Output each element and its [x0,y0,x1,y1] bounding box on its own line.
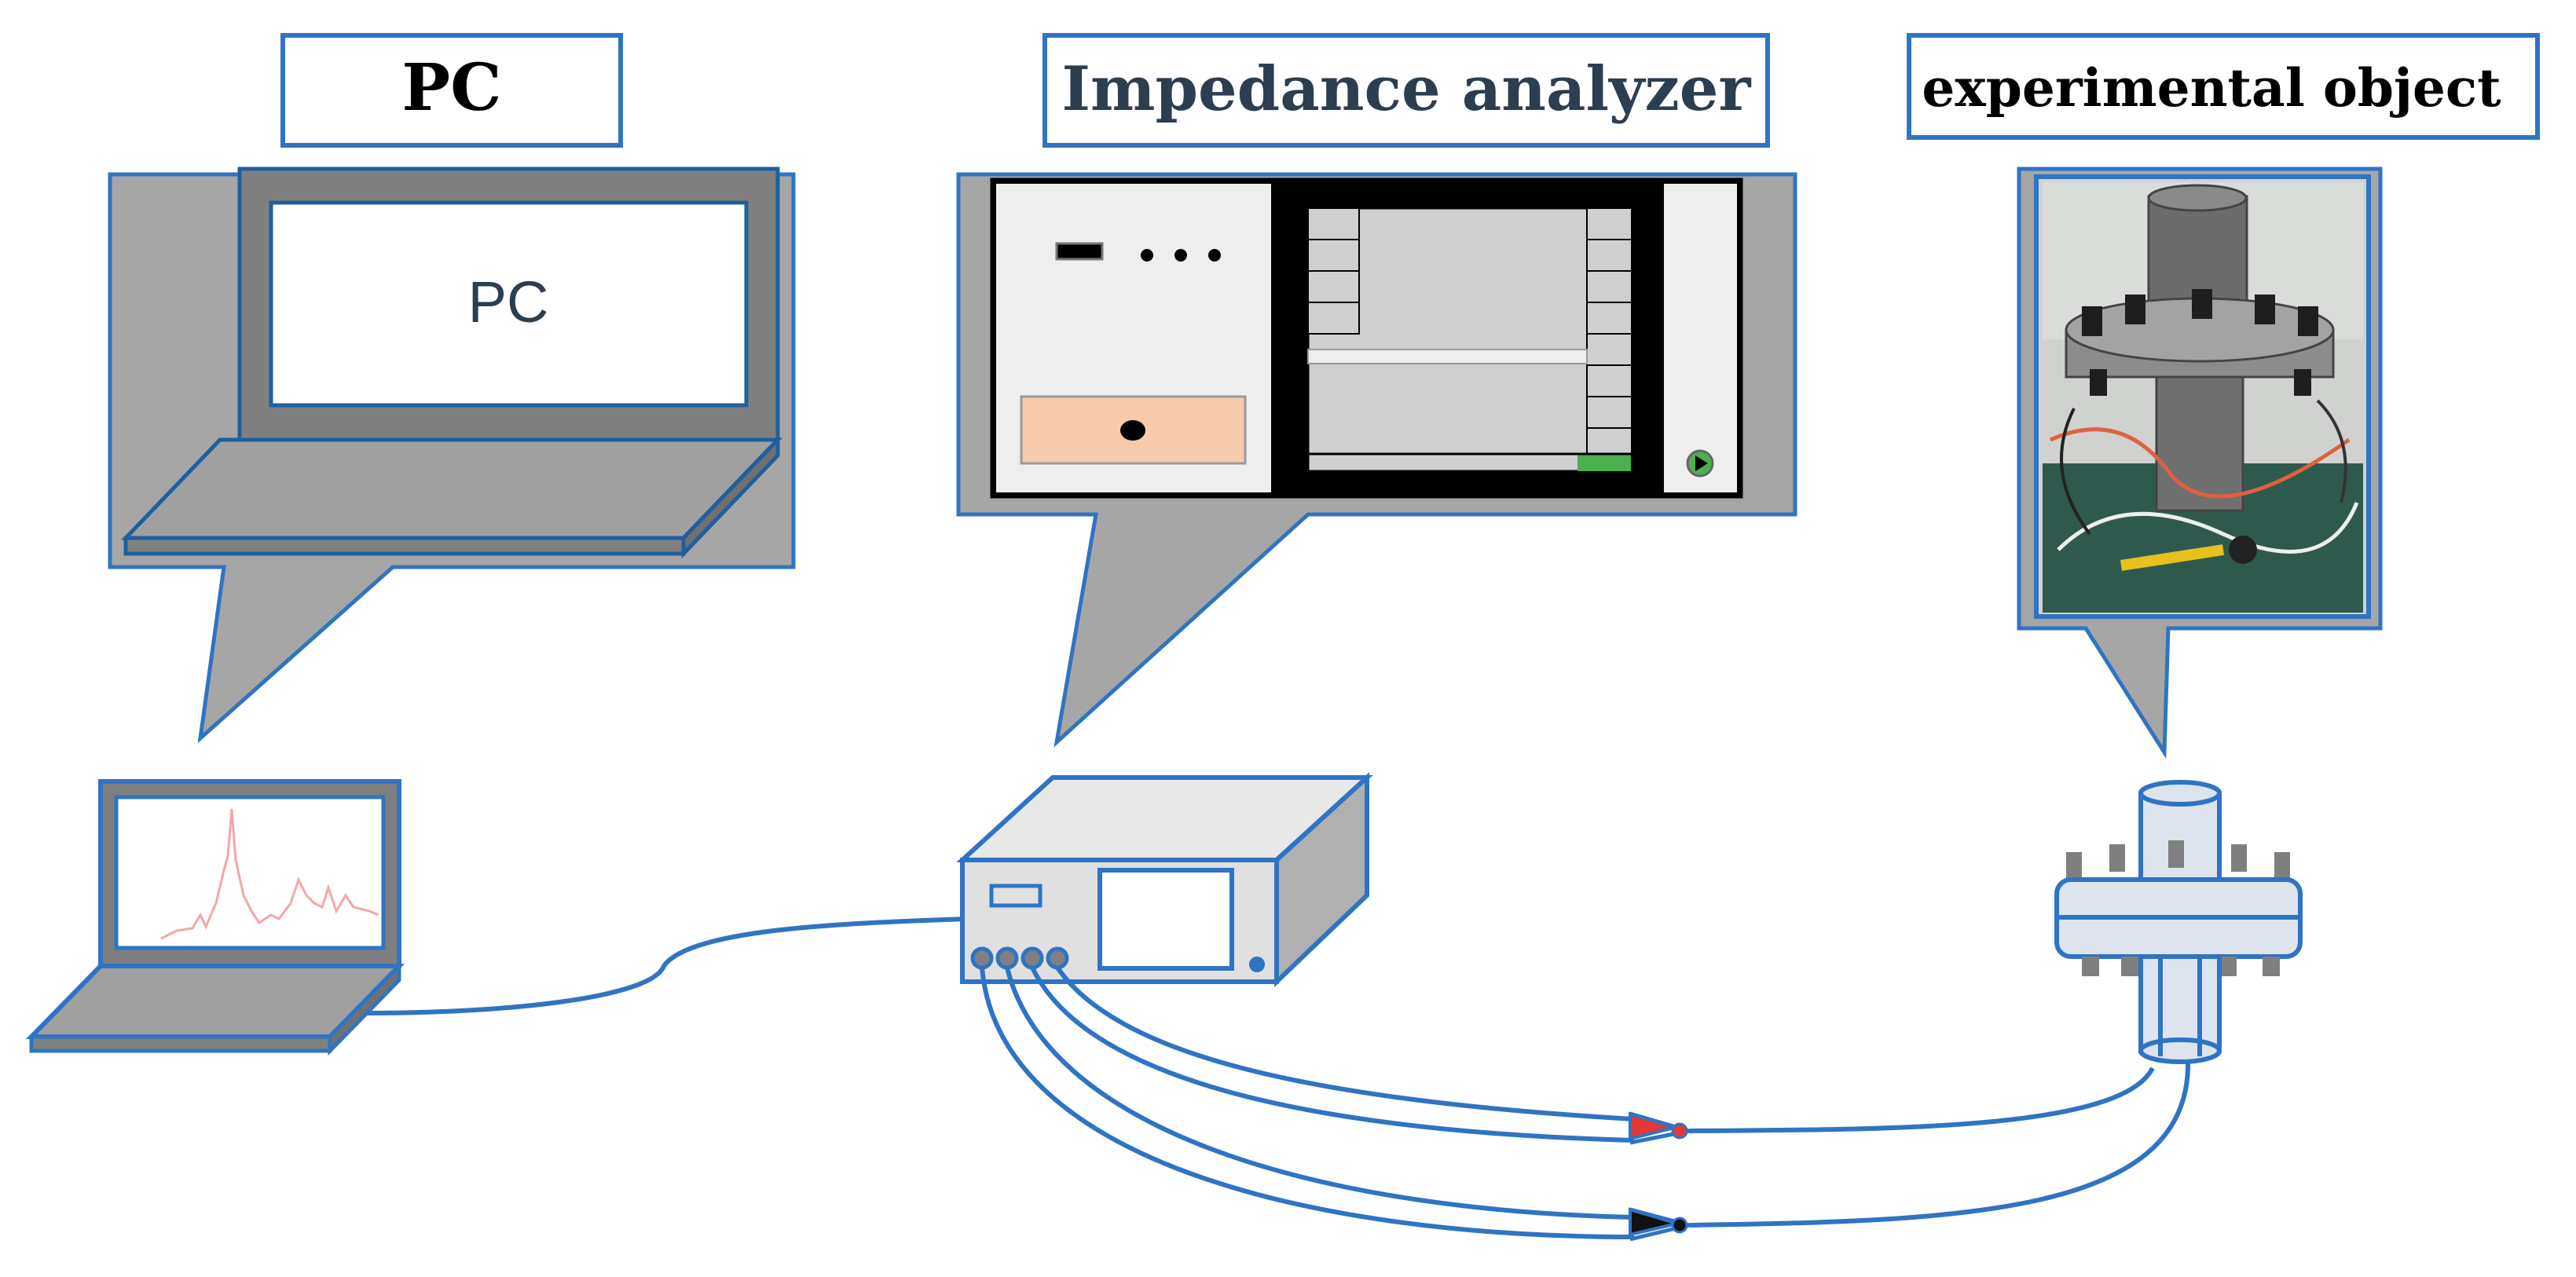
analyzer-slot [1055,242,1104,261]
analyzer-title-box: Impedance analyzer [1042,33,1770,148]
spectrum-icon [160,808,379,940]
analyzer-display-divider [1307,349,1588,364]
laptop-icon [25,779,405,1056]
black-clip-icon [1629,1207,1690,1242]
object-title: experimental object [1922,57,2501,119]
pc-title-box: PC [280,33,623,148]
analyzer-dot-3 [1208,249,1221,262]
object-title-box: experimental object [1907,33,2540,140]
usb-cable [365,917,967,1015]
port-1 [970,946,994,970]
analyzer-right-softkeys [1586,207,1632,460]
analyzer-module-hole [1120,420,1145,441]
clip-icon [1629,1111,1690,1145]
test-leads [980,966,1635,1239]
pc-screen-text: PC [468,269,549,335]
pc-keyboard-base [121,437,782,540]
port-4 [1046,946,1069,970]
pc-title: PC [402,50,502,126]
analyzer-dot-1 [1141,249,1153,262]
object-callout [2017,166,2383,759]
pc-callout: PC [108,166,796,744]
analyzer-right-strip [1664,184,1737,492]
wire-black [1688,1052,2190,1228]
analyzer-title: Impedance analyzer [1061,53,1751,125]
port-3 [1021,946,1044,970]
analyzer-dot-2 [1174,249,1187,262]
analyzer-green-indicator [1577,454,1631,471]
wire-red [1688,1067,2155,1133]
analyzer-callout [956,172,1797,748]
analyzer-left-softkeys [1307,207,1360,335]
port-2 [995,946,1019,970]
pc-monitor-screen [269,200,749,408]
analyzer-icon [956,772,1373,988]
flange-icon [2054,780,2303,1064]
analyzer-display [1306,207,1633,473]
